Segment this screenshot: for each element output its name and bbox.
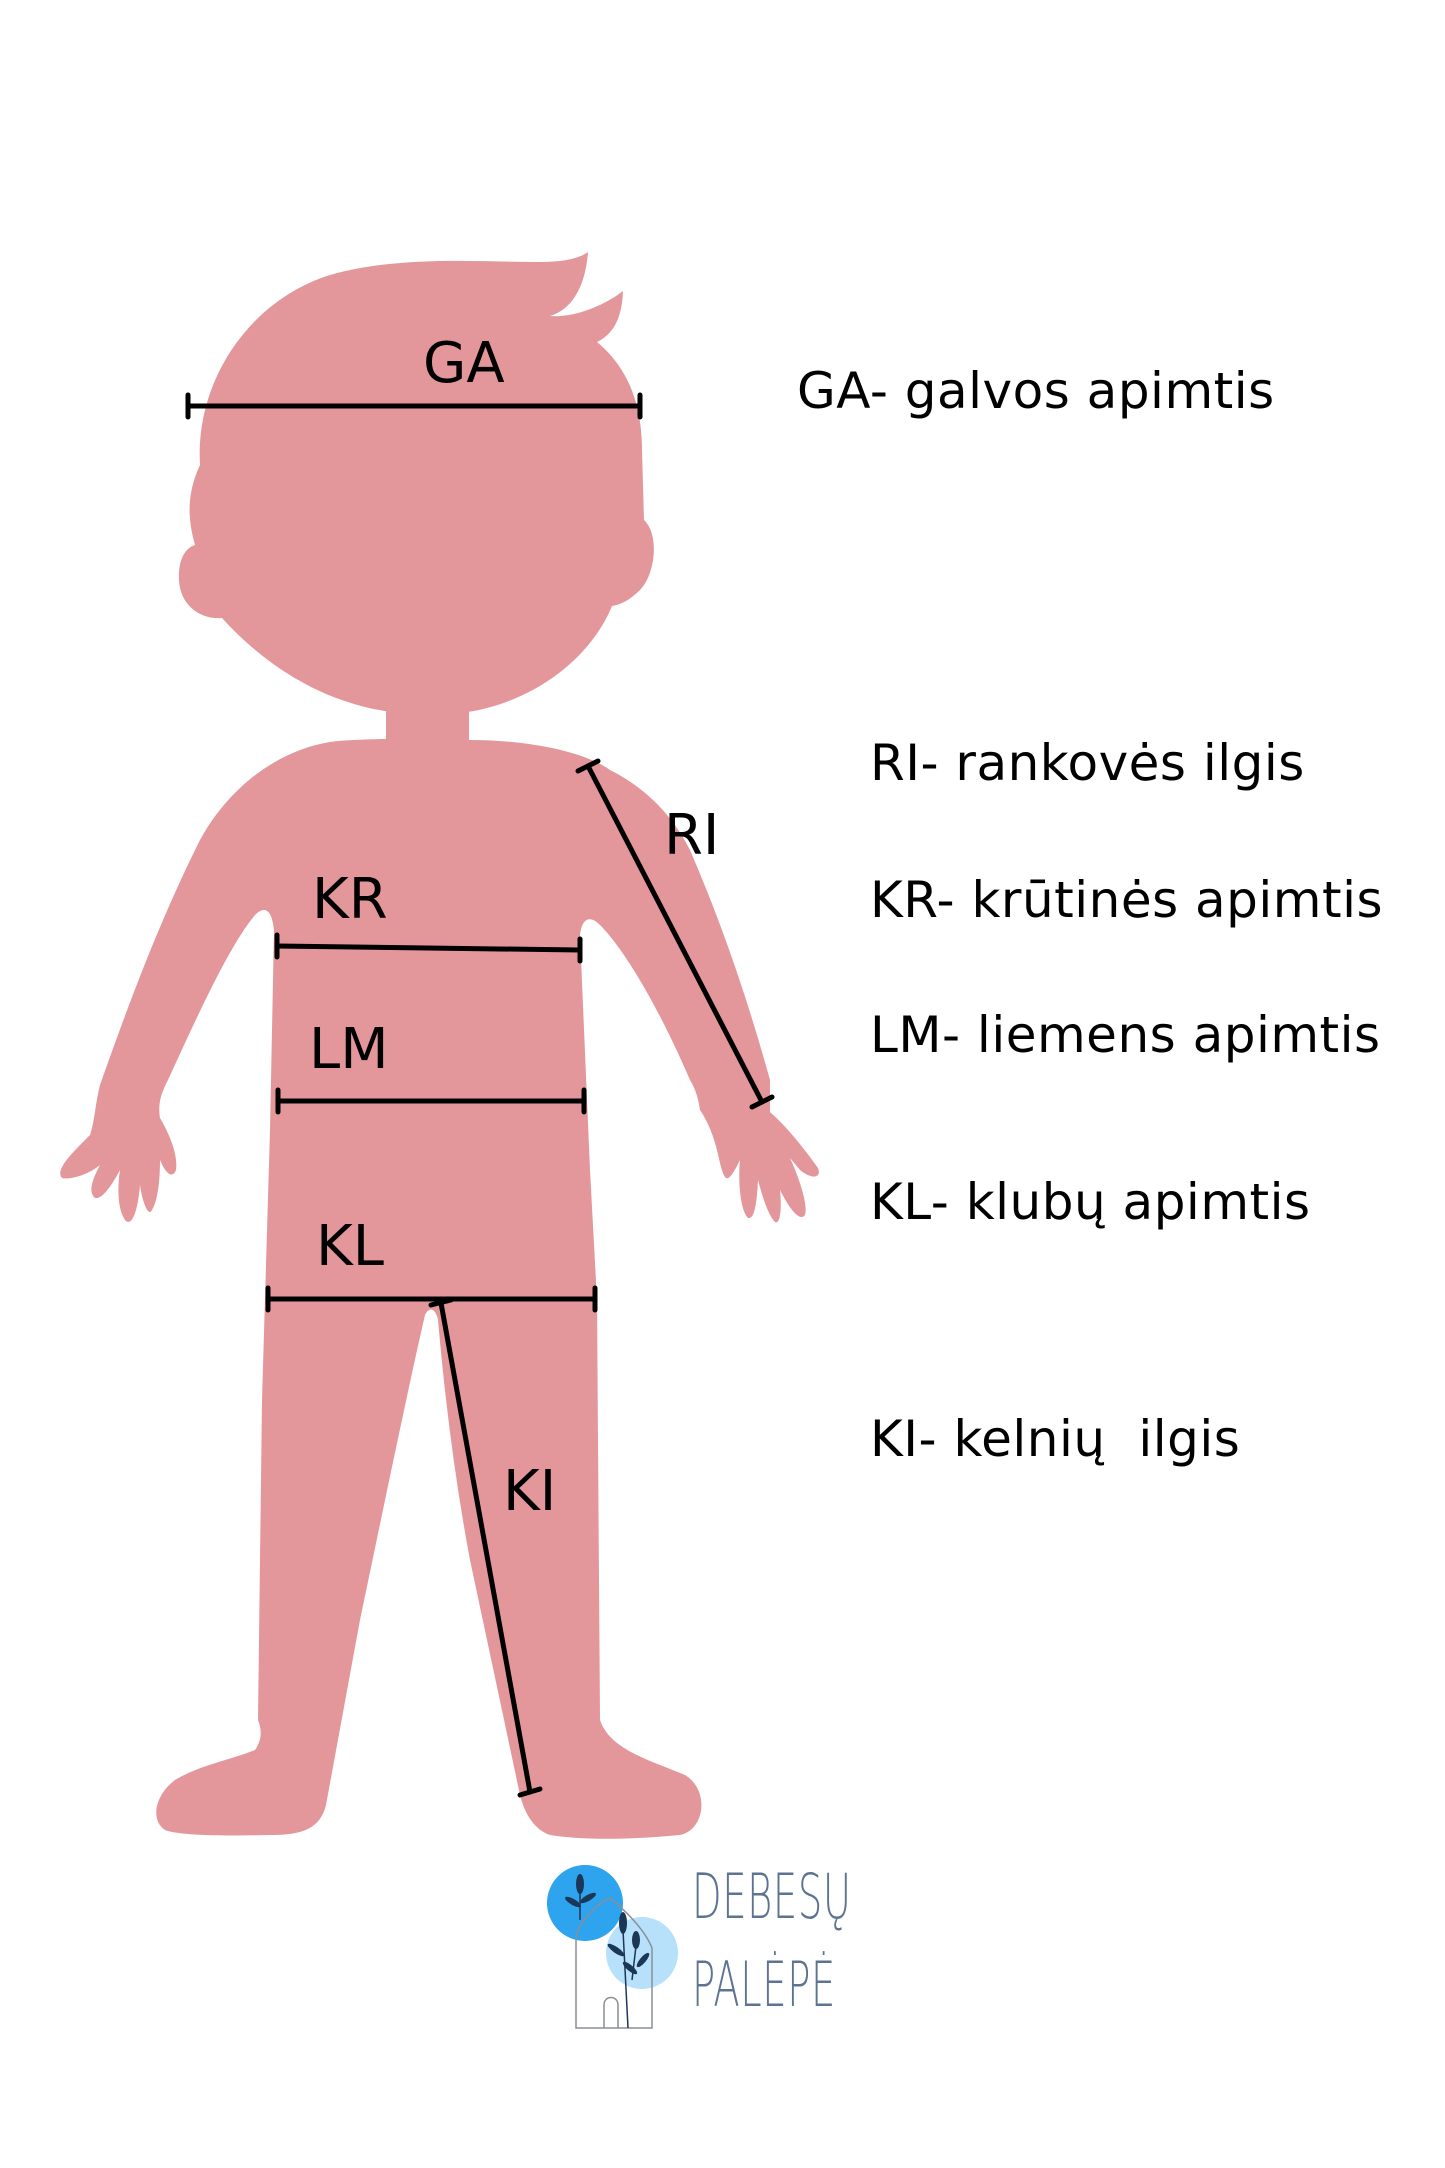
logo-line-2: PALĖPĖ bbox=[692, 1948, 836, 2021]
legend-item-ki: KI- kelnių ilgis bbox=[870, 1410, 1241, 1468]
legend-item-ga: GA- galvos apimtis bbox=[797, 362, 1275, 420]
body-shape bbox=[60, 738, 819, 1839]
ki-label: KI bbox=[503, 1459, 557, 1524]
measurement-lines bbox=[185, 392, 775, 1798]
legend-item-lm: LM- liemens apimtis bbox=[870, 1006, 1381, 1064]
kl-label: KL bbox=[316, 1214, 384, 1279]
kr-measure-line bbox=[274, 932, 583, 964]
legend-item-kl: KL- klubų apimtis bbox=[870, 1173, 1311, 1231]
house-leaf-icon bbox=[547, 1865, 678, 2029]
ga-measure-line bbox=[185, 392, 643, 420]
kr-label: KR bbox=[312, 867, 388, 932]
head-shape bbox=[178, 252, 654, 713]
ki-measure-line bbox=[428, 1297, 543, 1798]
child-silhouette bbox=[60, 252, 819, 1839]
kl-measure-line bbox=[265, 1285, 598, 1313]
legend-item-kr: KR- krūtinės apimtis bbox=[870, 871, 1384, 929]
brand-logo: DEBESŲ PALĖPĖ bbox=[540, 1860, 880, 2030]
logo-line-1: DEBESŲ bbox=[692, 1860, 852, 1933]
lm-measure-line bbox=[275, 1087, 587, 1115]
ga-label: GA bbox=[423, 331, 505, 396]
ri-label: RI bbox=[664, 803, 720, 868]
ri-measure-line bbox=[575, 758, 775, 1110]
legend-item-ri: RI- rankovės ilgis bbox=[870, 734, 1305, 792]
lm-label: LM bbox=[309, 1017, 389, 1082]
